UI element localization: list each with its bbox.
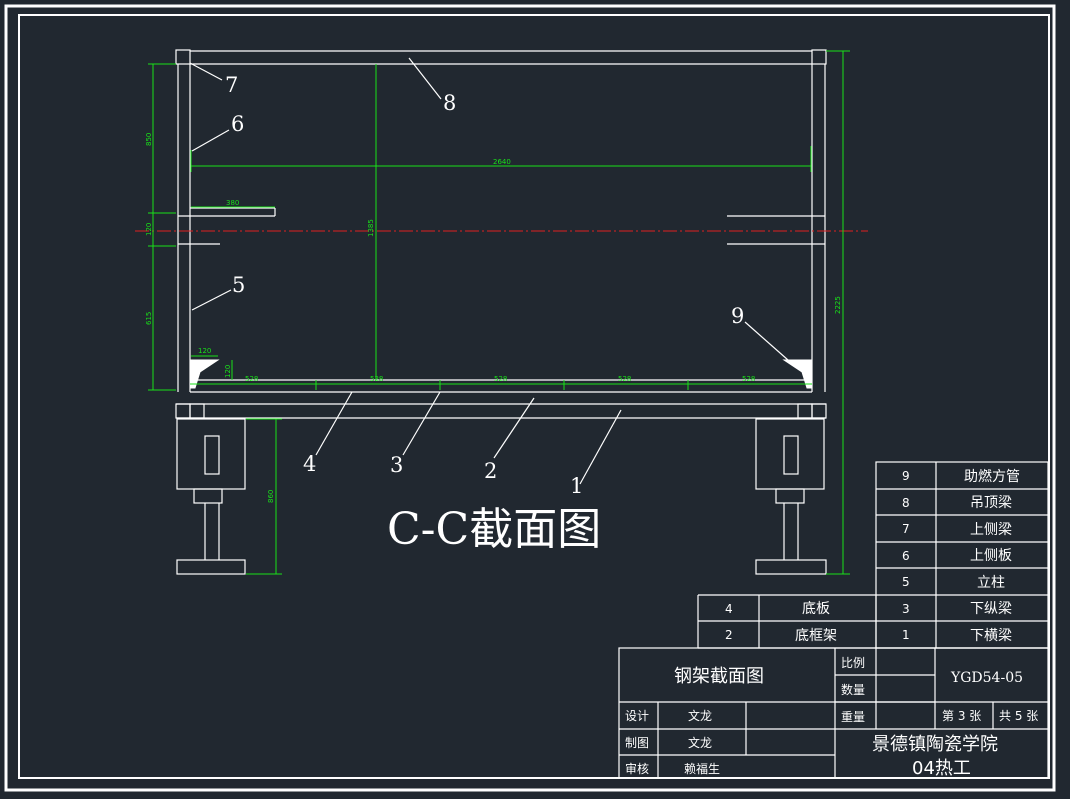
part-row-2-no: 2 bbox=[725, 628, 733, 642]
top-right-corner-block bbox=[811, 49, 827, 65]
steel-frame-section bbox=[175, 49, 827, 575]
weight-label: 重量 bbox=[841, 710, 865, 724]
callout-4: 4 bbox=[303, 452, 316, 476]
dim-corner-height: 120 bbox=[224, 365, 232, 378]
part-row-8-no: 8 bbox=[902, 496, 910, 510]
dim-bottom-spacing-1: 528 bbox=[245, 375, 258, 383]
drawing-name: 钢架截面图 bbox=[674, 666, 764, 687]
right-corner-gusset bbox=[782, 359, 812, 389]
part-callouts: 1 2 3 4 5 6 7 8 9 bbox=[225, 73, 744, 498]
callout-2: 2 bbox=[484, 459, 497, 483]
dim-bottom-spacing-4: 528 bbox=[618, 375, 631, 383]
dim-interior-height: 1385 bbox=[367, 219, 375, 237]
dim-bottom-spacing-2: 528 bbox=[370, 375, 383, 383]
callout-6: 6 bbox=[231, 112, 244, 136]
dim-burner-depth: 380 bbox=[226, 199, 239, 207]
dimension-lines bbox=[148, 50, 850, 575]
part-row-3-no: 3 bbox=[902, 602, 910, 616]
title-block bbox=[618, 647, 1049, 779]
part-row-9-no: 9 bbox=[902, 469, 910, 483]
dim-corner-width: 120 bbox=[198, 347, 211, 355]
sheet-info: 第 3 张 bbox=[942, 709, 981, 723]
dim-gap-height: 120 bbox=[145, 223, 153, 236]
part-row-4-name: 底板 bbox=[802, 601, 830, 617]
design-label: 设计 bbox=[625, 709, 649, 723]
part-row-5-no: 5 bbox=[902, 575, 910, 589]
callout-7: 7 bbox=[225, 73, 238, 97]
draft-label: 制图 bbox=[625, 736, 649, 750]
view-title: C-C截面图 bbox=[387, 504, 601, 555]
dim-bottom-spacing-3: 528 bbox=[494, 375, 507, 383]
dim-inner-width: 2640 bbox=[493, 158, 511, 166]
title-block-text: 钢架截面图 比例 数量 重量 YGD54-05 第 3 张 共 5 张 设计 文… bbox=[625, 656, 1038, 779]
part-row-6-no: 6 bbox=[902, 549, 910, 563]
part-row-1-name: 下横梁 bbox=[970, 628, 1012, 644]
dimension-labels: 2225 2640 850 120 615 1385 380 120 120 8… bbox=[145, 133, 842, 503]
part-row-7-name: 上侧梁 bbox=[970, 522, 1012, 538]
drawing-frame bbox=[18, 14, 1050, 779]
quantity-label: 数量 bbox=[841, 682, 865, 697]
part-row-3-name: 下纵梁 bbox=[970, 601, 1012, 617]
callout-8: 8 bbox=[443, 91, 456, 115]
school-name: 景德镇陶瓷学院 bbox=[872, 734, 998, 755]
total-info: 共 5 张 bbox=[999, 709, 1038, 723]
dim-overall-height: 2225 bbox=[834, 296, 842, 314]
part-row-1-no: 1 bbox=[902, 628, 910, 642]
dim-lower-height: 615 bbox=[145, 312, 153, 325]
part-row-2-name: 底框架 bbox=[795, 628, 837, 644]
sheet-border bbox=[4, 4, 1056, 792]
part-row-4-no: 4 bbox=[725, 602, 733, 616]
left-corner-gusset bbox=[190, 359, 220, 389]
part-row-7-no: 7 bbox=[902, 522, 910, 536]
review-name: 赖福生 bbox=[684, 761, 720, 776]
part-row-5-name: 立柱 bbox=[977, 575, 1005, 591]
dim-bottom-spacing-5: 528 bbox=[742, 375, 755, 383]
leader-lines bbox=[189, 57, 789, 485]
draft-name: 文龙 bbox=[688, 735, 712, 750]
design-name: 文龙 bbox=[688, 708, 712, 723]
part-row-9-name: 助燃方管 bbox=[964, 468, 1020, 485]
part-row-6-name: 上侧板 bbox=[970, 548, 1012, 564]
class-name: 04热工 bbox=[912, 758, 971, 779]
top-left-corner-block bbox=[175, 49, 191, 65]
parts-list-text: 9 助燃方管 8 吊顶梁 7 上侧梁 6 上侧板 5 立柱 3 下纵梁 1 下横… bbox=[725, 468, 1020, 644]
scale-label: 比例 bbox=[841, 656, 865, 670]
dim-upper-height: 850 bbox=[145, 133, 153, 146]
part-row-8-name: 吊顶梁 bbox=[970, 495, 1012, 511]
callout-3: 3 bbox=[390, 453, 403, 477]
review-label: 审核 bbox=[625, 761, 649, 776]
callout-9: 9 bbox=[731, 304, 744, 328]
drawing-code: YGD54-05 bbox=[950, 670, 1023, 686]
callout-1: 1 bbox=[570, 474, 583, 498]
dim-leg-height: 860 bbox=[267, 490, 275, 503]
callout-5: 5 bbox=[232, 273, 245, 297]
